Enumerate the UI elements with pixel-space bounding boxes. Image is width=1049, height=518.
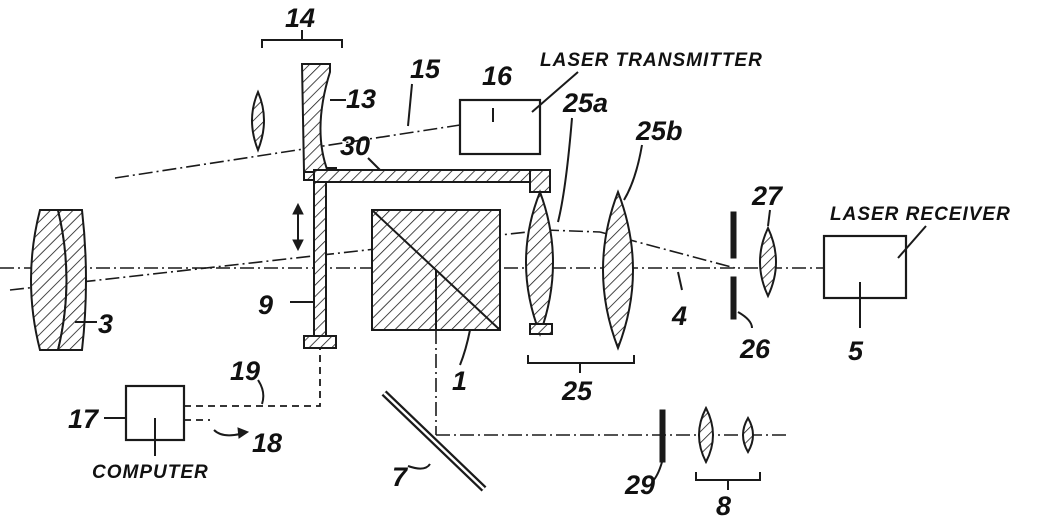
leader-1 [459, 329, 471, 366]
movement-arrow-down-icon [292, 239, 304, 252]
leader-4 [677, 271, 683, 291]
lens-25a [525, 189, 554, 337]
leader-30 [367, 157, 381, 171]
label-4: 4 [671, 301, 687, 331]
label-8: 8 [716, 491, 731, 518]
lens-25b [602, 189, 634, 351]
rail-30 [313, 169, 551, 193]
label-16: 16 [482, 61, 513, 91]
leader-laser-transmitter [531, 71, 579, 113]
movement-double-arrow [292, 202, 304, 252]
label-17: 17 [68, 404, 100, 434]
leader-25a [557, 117, 573, 223]
objective-lens-front-element [30, 209, 68, 351]
label-26: 26 [739, 334, 771, 364]
label-5: 5 [848, 336, 864, 366]
label-3: 3 [98, 309, 113, 339]
lens-25a-mount [529, 323, 553, 335]
label-1: 1 [452, 366, 467, 396]
bracket-8 [695, 472, 761, 481]
label-27: 27 [751, 181, 784, 211]
label-30: 30 [340, 131, 370, 161]
control-link-19 [184, 348, 321, 407]
label-18: 18 [252, 428, 282, 458]
leader-19 [257, 379, 265, 405]
bracket-14 [261, 39, 343, 48]
tilted-beam-path-b [544, 229, 601, 233]
caption-laser-receiver: LASER RECEIVER [830, 204, 1011, 225]
objective-lens-3 [30, 209, 87, 351]
label-29: 29 [624, 470, 655, 500]
eyepiece-lens-a [698, 405, 714, 465]
leader-25b [623, 144, 643, 201]
signal-arrow-18 [213, 427, 250, 439]
label-19: 19 [230, 356, 260, 386]
label-25a: 25a [562, 88, 608, 118]
leader-27 [767, 209, 771, 227]
leader-15 [407, 83, 413, 127]
leader-26 [737, 311, 753, 329]
lens-group-25 [525, 189, 634, 351]
bracket-25 [527, 355, 635, 364]
movable-carrier-9 [303, 167, 337, 349]
caption-laser-transmitter: LASER TRANSMITTER [540, 50, 763, 71]
prism-1 [371, 209, 501, 331]
label-25: 25 [561, 376, 593, 406]
lens-group-14 [251, 63, 331, 173]
small-lens-transmit [251, 89, 265, 153]
movement-arrow-up-icon [292, 202, 304, 215]
leader-laser-receiver [897, 225, 927, 259]
aperture-upper-blade [730, 211, 737, 259]
transmitter-beam-15 [114, 124, 461, 179]
aperture-26 [730, 211, 737, 320]
leader-29 [651, 461, 663, 483]
laser-transmitter-box-16 [458, 98, 542, 156]
carrier-plate-9 [313, 177, 327, 337]
rail-beam-30 [313, 169, 545, 183]
tilted-beam-path [9, 229, 546, 291]
receiver-lens-27 [759, 225, 777, 299]
reticle-29 [659, 409, 666, 463]
signal-arrow-head-icon [237, 427, 250, 439]
caption-computer: COMPUTER [92, 462, 209, 483]
mirror-7-highlight [383, 392, 485, 490]
label-25b: 25b [635, 116, 683, 146]
laser-receiver-box-5 [822, 234, 908, 300]
label-9: 9 [258, 290, 273, 320]
leader-7 [407, 463, 431, 470]
label-14: 14 [285, 3, 315, 33]
label-7: 7 [392, 462, 409, 492]
label-15: 15 [410, 54, 441, 84]
label-13: 13 [346, 84, 376, 114]
signal-arrow-shaft [213, 429, 241, 437]
rail-end-block [529, 169, 551, 193]
concave-lens-13 [300, 63, 331, 173]
eyepiece-8 [698, 405, 754, 465]
objective-lens-rear-element [56, 209, 87, 351]
carrier-base-foot [303, 335, 337, 349]
aperture-lower-blade [730, 276, 737, 320]
eyepiece-lens-b [742, 416, 754, 454]
